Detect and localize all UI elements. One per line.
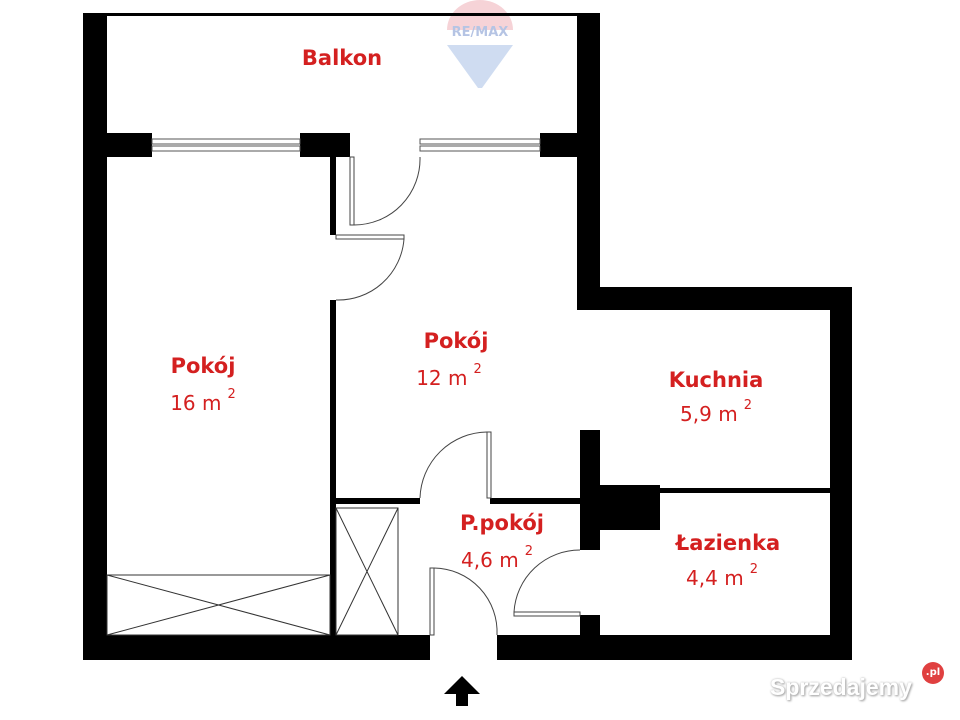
room-name-pokoj-16: Pokój (171, 354, 236, 378)
room-name-lazienka: Łazienka (675, 531, 780, 555)
logo-text: RE/MAX (452, 25, 509, 40)
room-area-value: 16 m (170, 391, 221, 415)
entrance-arrow-icon (444, 676, 480, 706)
watermark-badge: .pl (922, 662, 944, 684)
room-name-balkon: Balkon (302, 46, 382, 70)
room-name-przedpokoj: P.pokój (460, 511, 544, 535)
room-area-przedpokoj: 4,6 m 2 (461, 544, 533, 572)
room-area-value: 5,9 m (680, 402, 738, 426)
room-labels: Balkon Pokój 16 m 2 Pokój 12 m 2 Kuchnia 5… (170, 46, 780, 590)
room-area-pokoj-12: 12 m 2 (416, 362, 482, 390)
walls (83, 13, 852, 660)
room-area-value: 12 m (416, 366, 467, 390)
sprzedajemy-watermark: Sprzedajemy (770, 674, 912, 701)
room-area-unit: 2 (525, 544, 533, 559)
room-area-value: 4,6 m (461, 548, 519, 572)
room-area-value: 4,4 m (686, 566, 744, 590)
watermark-badge-text: .pl (925, 667, 941, 678)
watermark-text: Sprzedajemy (770, 674, 912, 700)
closets (106, 507, 399, 636)
room-area-pokoj-16: 16 m 2 (170, 387, 236, 415)
room-area-unit: 2 (744, 398, 752, 413)
room-area-unit: 2 (750, 562, 758, 577)
room-area-unit: 2 (228, 387, 236, 402)
windows (151, 138, 541, 152)
doors (335, 156, 581, 636)
room-name-kuchnia: Kuchnia (669, 368, 764, 392)
room-area-kuchnia: 5,9 m 2 (680, 398, 752, 426)
room-area-unit: 2 (474, 362, 482, 377)
room-area-lazienka: 4,4 m 2 (686, 562, 758, 590)
room-name-pokoj-12: Pokój (424, 329, 489, 353)
